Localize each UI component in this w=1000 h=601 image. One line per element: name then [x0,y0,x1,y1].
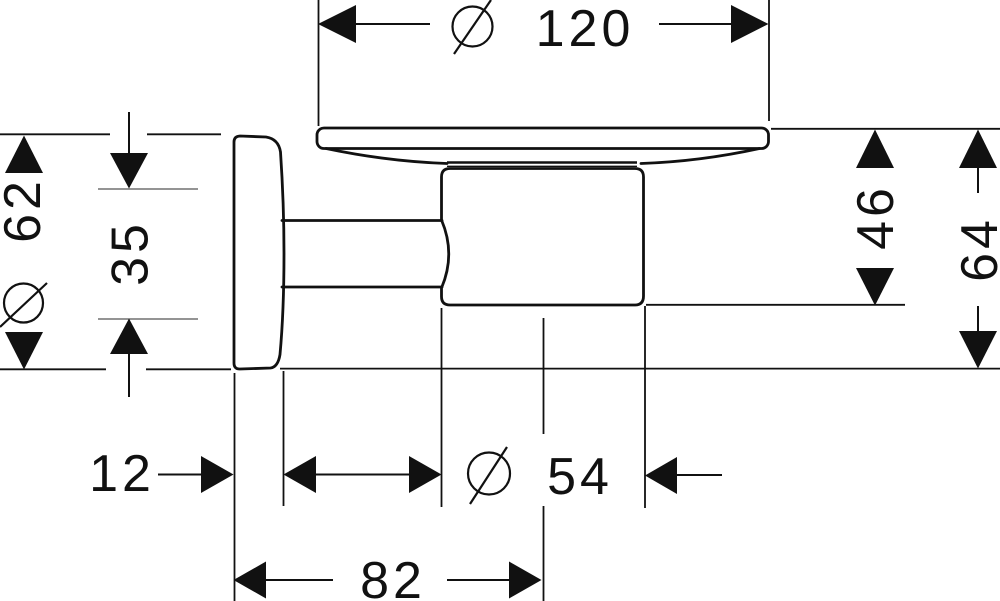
arrowhead-up [856,129,894,168]
diameter-symbol [0,282,48,328]
arrowhead-down [959,331,997,369]
arrowhead-right [201,456,234,493]
wall-plate-outline [232,134,286,371]
dish-underside-right-curve [639,147,761,165]
dim-62-label: 62 [0,177,52,243]
diameter-symbols [0,0,512,505]
dim-12-label: 12 [89,445,155,503]
dish-underside-left-curve [324,147,449,165]
arrowhead-down [5,332,43,370]
dim-64-label: 64 [951,216,1000,282]
arrowhead-down [856,268,894,306]
dim-35-label: 35 [102,220,160,286]
arrowhead-left [233,561,266,599]
soap-dish-object [232,126,770,371]
dim-82-label: 82 [360,552,426,601]
dimension-arrowheads [5,5,997,599]
soap-cup-outline [440,167,645,307]
diameter-symbol [466,446,512,505]
arrowhead-up [959,129,997,168]
arrowhead-right [409,456,442,493]
arrowhead-up [110,318,148,354]
arrowhead-right [509,561,542,599]
dish-plate-outline [315,126,770,150]
dim-120-label: 120 [536,0,635,58]
arrowhead-left [283,456,316,493]
arrowhead-left [318,5,356,43]
diameter-symbol [451,0,494,55]
arrowhead-down [110,153,148,189]
arrowhead-right [731,5,769,43]
dim-54-label: 54 [547,448,613,506]
arrowhead-left [645,457,677,494]
arrowhead-up [5,135,43,173]
dim-46-label: 46 [847,184,905,250]
